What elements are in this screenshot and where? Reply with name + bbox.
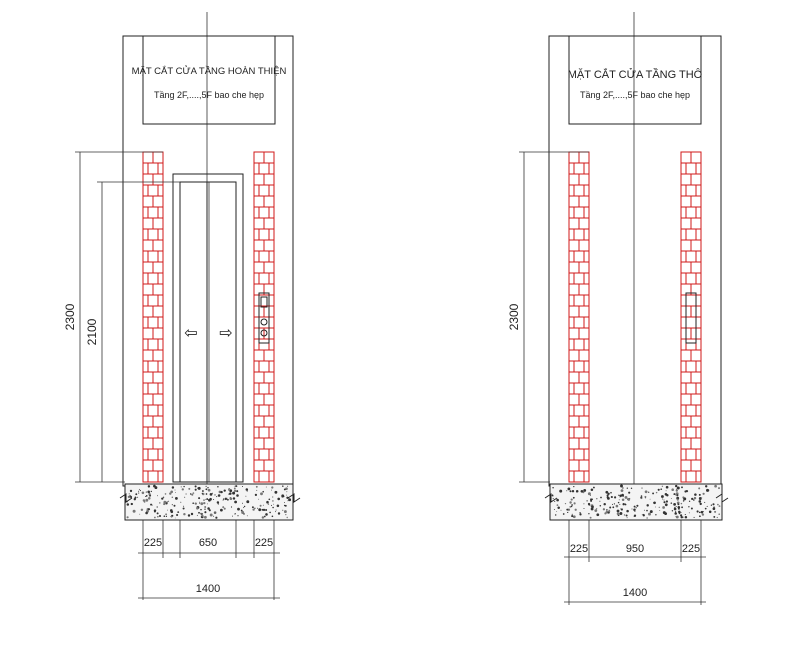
right-shaft-frame <box>548 35 722 487</box>
right-title-block <box>568 35 702 125</box>
right-dim-2300: 2300 <box>507 303 521 330</box>
right-break-mark <box>544 493 558 503</box>
left-subtitle: Tầng 2F,....,5F bao che hẹp <box>154 90 264 100</box>
left-dim-width-total: 1400 <box>196 583 220 595</box>
right-brick-wall-left <box>568 151 590 483</box>
left-title: MẶT CẮT CỬA TẦNG HOÀN THIỆN <box>132 65 287 77</box>
right-subtitle: Tầng 2F,....,5F bao che hẹp <box>580 90 690 100</box>
left-brick-wall-right <box>253 151 275 483</box>
right-dim-height-total: 2300 <box>507 151 589 483</box>
left-dim-height-door: 2100 <box>85 181 180 482</box>
left-dim-opening: 650 <box>199 537 217 549</box>
left-slab-aggregate <box>126 484 292 519</box>
right-section: MẶT CẮT CỬA TẦNG THÔ Tầng 2F,....,5F bao… <box>507 12 729 605</box>
right-dim-opening: 950 <box>626 543 644 555</box>
left-door-frame-inner <box>179 181 237 483</box>
open-right-arrow-icon: ⇨ <box>219 325 232 342</box>
left-break-mark-right <box>287 493 301 503</box>
left-dim-2300: 2300 <box>63 303 77 330</box>
left-dim-2100: 2100 <box>85 318 99 345</box>
left-dim-wall-left: 225 <box>144 537 162 549</box>
open-left-arrow-icon: ⇦ <box>184 325 197 342</box>
right-call-box-icon <box>685 292 697 344</box>
left-dim-wall-right: 225 <box>255 537 273 549</box>
left-dim-height-total: 2300 <box>63 151 163 483</box>
right-dim-width-total: 1400 <box>623 587 647 599</box>
right-floor-slab <box>549 483 723 521</box>
right-dim-wall-right: 225 <box>682 543 700 555</box>
call-button-panel-icon <box>258 292 270 344</box>
left-title-block <box>142 35 276 125</box>
right-dim-wall-left: 225 <box>570 543 588 555</box>
left-section: MẶT CẮT CỬA TẦNG HOÀN THIỆN Tầng 2F,....… <box>63 12 301 600</box>
right-brick-wall-right <box>680 151 702 483</box>
right-title: MẶT CẮT CỬA TẦNG THÔ <box>568 68 703 81</box>
left-brick-wall-left <box>142 151 164 483</box>
right-slab-aggregate <box>551 484 721 519</box>
left-dim-row: 225 650 225 1400 <box>138 520 280 600</box>
right-dim-row: 225 950 225 1400 <box>564 520 706 605</box>
left-break-mark <box>119 493 133 503</box>
right-break-mark-right <box>715 493 729 503</box>
